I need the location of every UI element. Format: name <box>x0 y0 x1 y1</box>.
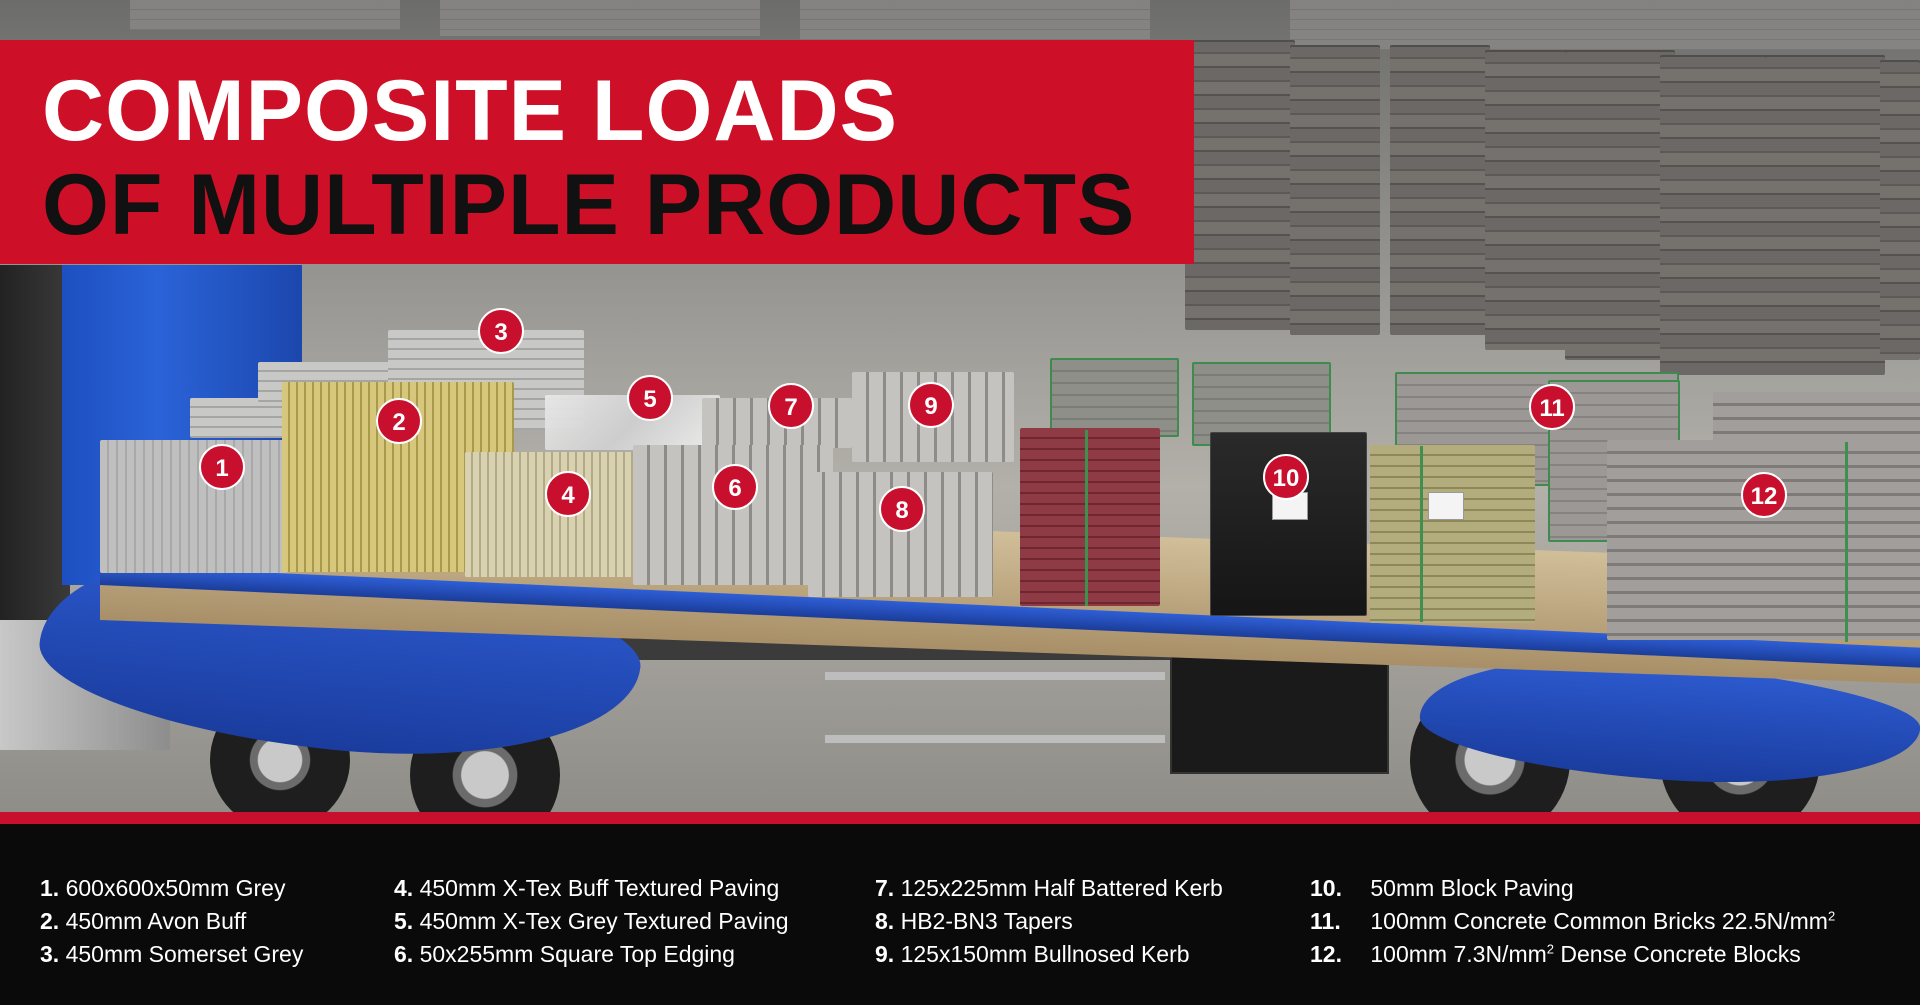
legend-item-10: 10. 50mm Block Paving <box>1310 875 1574 901</box>
title-line-1: COMPOSITE LOADS <box>42 63 898 159</box>
marker-7: 7 <box>768 383 814 429</box>
legend-item-2: 2. 450mm Avon Buff <box>40 908 247 934</box>
background-stack <box>1185 40 1295 330</box>
background-stack <box>800 0 1150 40</box>
product-label-sticker <box>1428 492 1464 520</box>
background-stack <box>1765 55 1885 375</box>
title-line-2: OF MULTIPLE PRODUCTS <box>42 157 1136 253</box>
legend-item-4: 4. 450mm X-Tex Buff Textured Paving <box>394 875 780 901</box>
pallet-block-paving-back <box>1050 358 1179 437</box>
pallet-red-block-paving <box>1020 428 1160 606</box>
pallet-dense-concrete-blocks <box>1607 440 1920 640</box>
pallet-dense-blocks-back <box>1713 392 1920 447</box>
background-stack <box>440 0 760 36</box>
legend-column-2: 4. 450mm X-Tex Buff Textured Paving 5. 4… <box>394 872 789 971</box>
marker-5: 5 <box>627 375 673 421</box>
legend-item-5: 5. 450mm X-Tex Grey Textured Paving <box>394 908 789 934</box>
background-stack <box>1880 60 1920 360</box>
pallet-600x600-grey <box>100 440 290 573</box>
lorry-load-photo: 1 2 3 4 5 6 7 8 9 10 11 12 COMPOSITE LOA… <box>0 0 1920 812</box>
side-guard-rail <box>825 735 1165 743</box>
marker-6: 6 <box>712 464 758 510</box>
legend-item-7: 7. 125x225mm Half Battered Kerb <box>875 875 1223 901</box>
background-stack <box>1290 45 1380 335</box>
background-stack <box>1565 50 1675 360</box>
marker-11: 11 <box>1529 384 1575 430</box>
product-legend: 1. 600x600x50mm Grey 2. 450mm Avon Buff … <box>0 824 1920 1005</box>
load-strap <box>1085 430 1088 606</box>
marker-8: 8 <box>879 486 925 532</box>
red-divider <box>0 812 1920 824</box>
background-stack <box>1660 55 1770 375</box>
legend-column-1: 1. 600x600x50mm Grey 2. 450mm Avon Buff … <box>40 872 303 971</box>
trailer-toolbox <box>1170 645 1389 774</box>
marker-1: 1 <box>199 444 245 490</box>
legend-column-3: 7. 125x225mm Half Battered Kerb 8. HB2-B… <box>875 872 1223 971</box>
pallet-olive-blocks <box>1370 445 1535 623</box>
background-stack <box>1485 50 1580 350</box>
legend-item-11: 11. 100mm Concrete Common Bricks 22.5N/m… <box>1310 908 1836 934</box>
pallet-x-tex-buff <box>465 452 640 577</box>
background-stack <box>1290 0 1920 50</box>
legend-item-12: 12. 100mm 7.3N/mm2 Dense Concrete Blocks <box>1310 941 1801 967</box>
marker-12: 12 <box>1741 472 1787 518</box>
side-guard-rail <box>825 672 1165 680</box>
marker-9: 9 <box>908 382 954 428</box>
legend-item-8: 8. HB2-BN3 Tapers <box>875 908 1073 934</box>
title-banner: COMPOSITE LOADS OF MULTIPLE PRODUCTS <box>0 40 1194 264</box>
background-stack <box>1390 45 1490 335</box>
legend-column-4: 10. 50mm Block Paving 11. 100mm Concrete… <box>1310 872 1835 971</box>
marker-4: 4 <box>545 471 591 517</box>
marker-10: 10 <box>1263 454 1309 500</box>
legend-item-9: 9. 125x150mm Bullnosed Kerb <box>875 941 1190 967</box>
background-stack <box>130 0 400 30</box>
load-strap <box>1420 446 1423 622</box>
marker-2: 2 <box>376 398 422 444</box>
legend-item-1: 1. 600x600x50mm Grey <box>40 875 286 901</box>
load-strap <box>1845 442 1848 642</box>
marker-3: 3 <box>478 308 524 354</box>
legend-item-6: 6. 50x255mm Square Top Edging <box>394 941 735 967</box>
legend-item-3: 3. 450mm Somerset Grey <box>40 941 304 967</box>
